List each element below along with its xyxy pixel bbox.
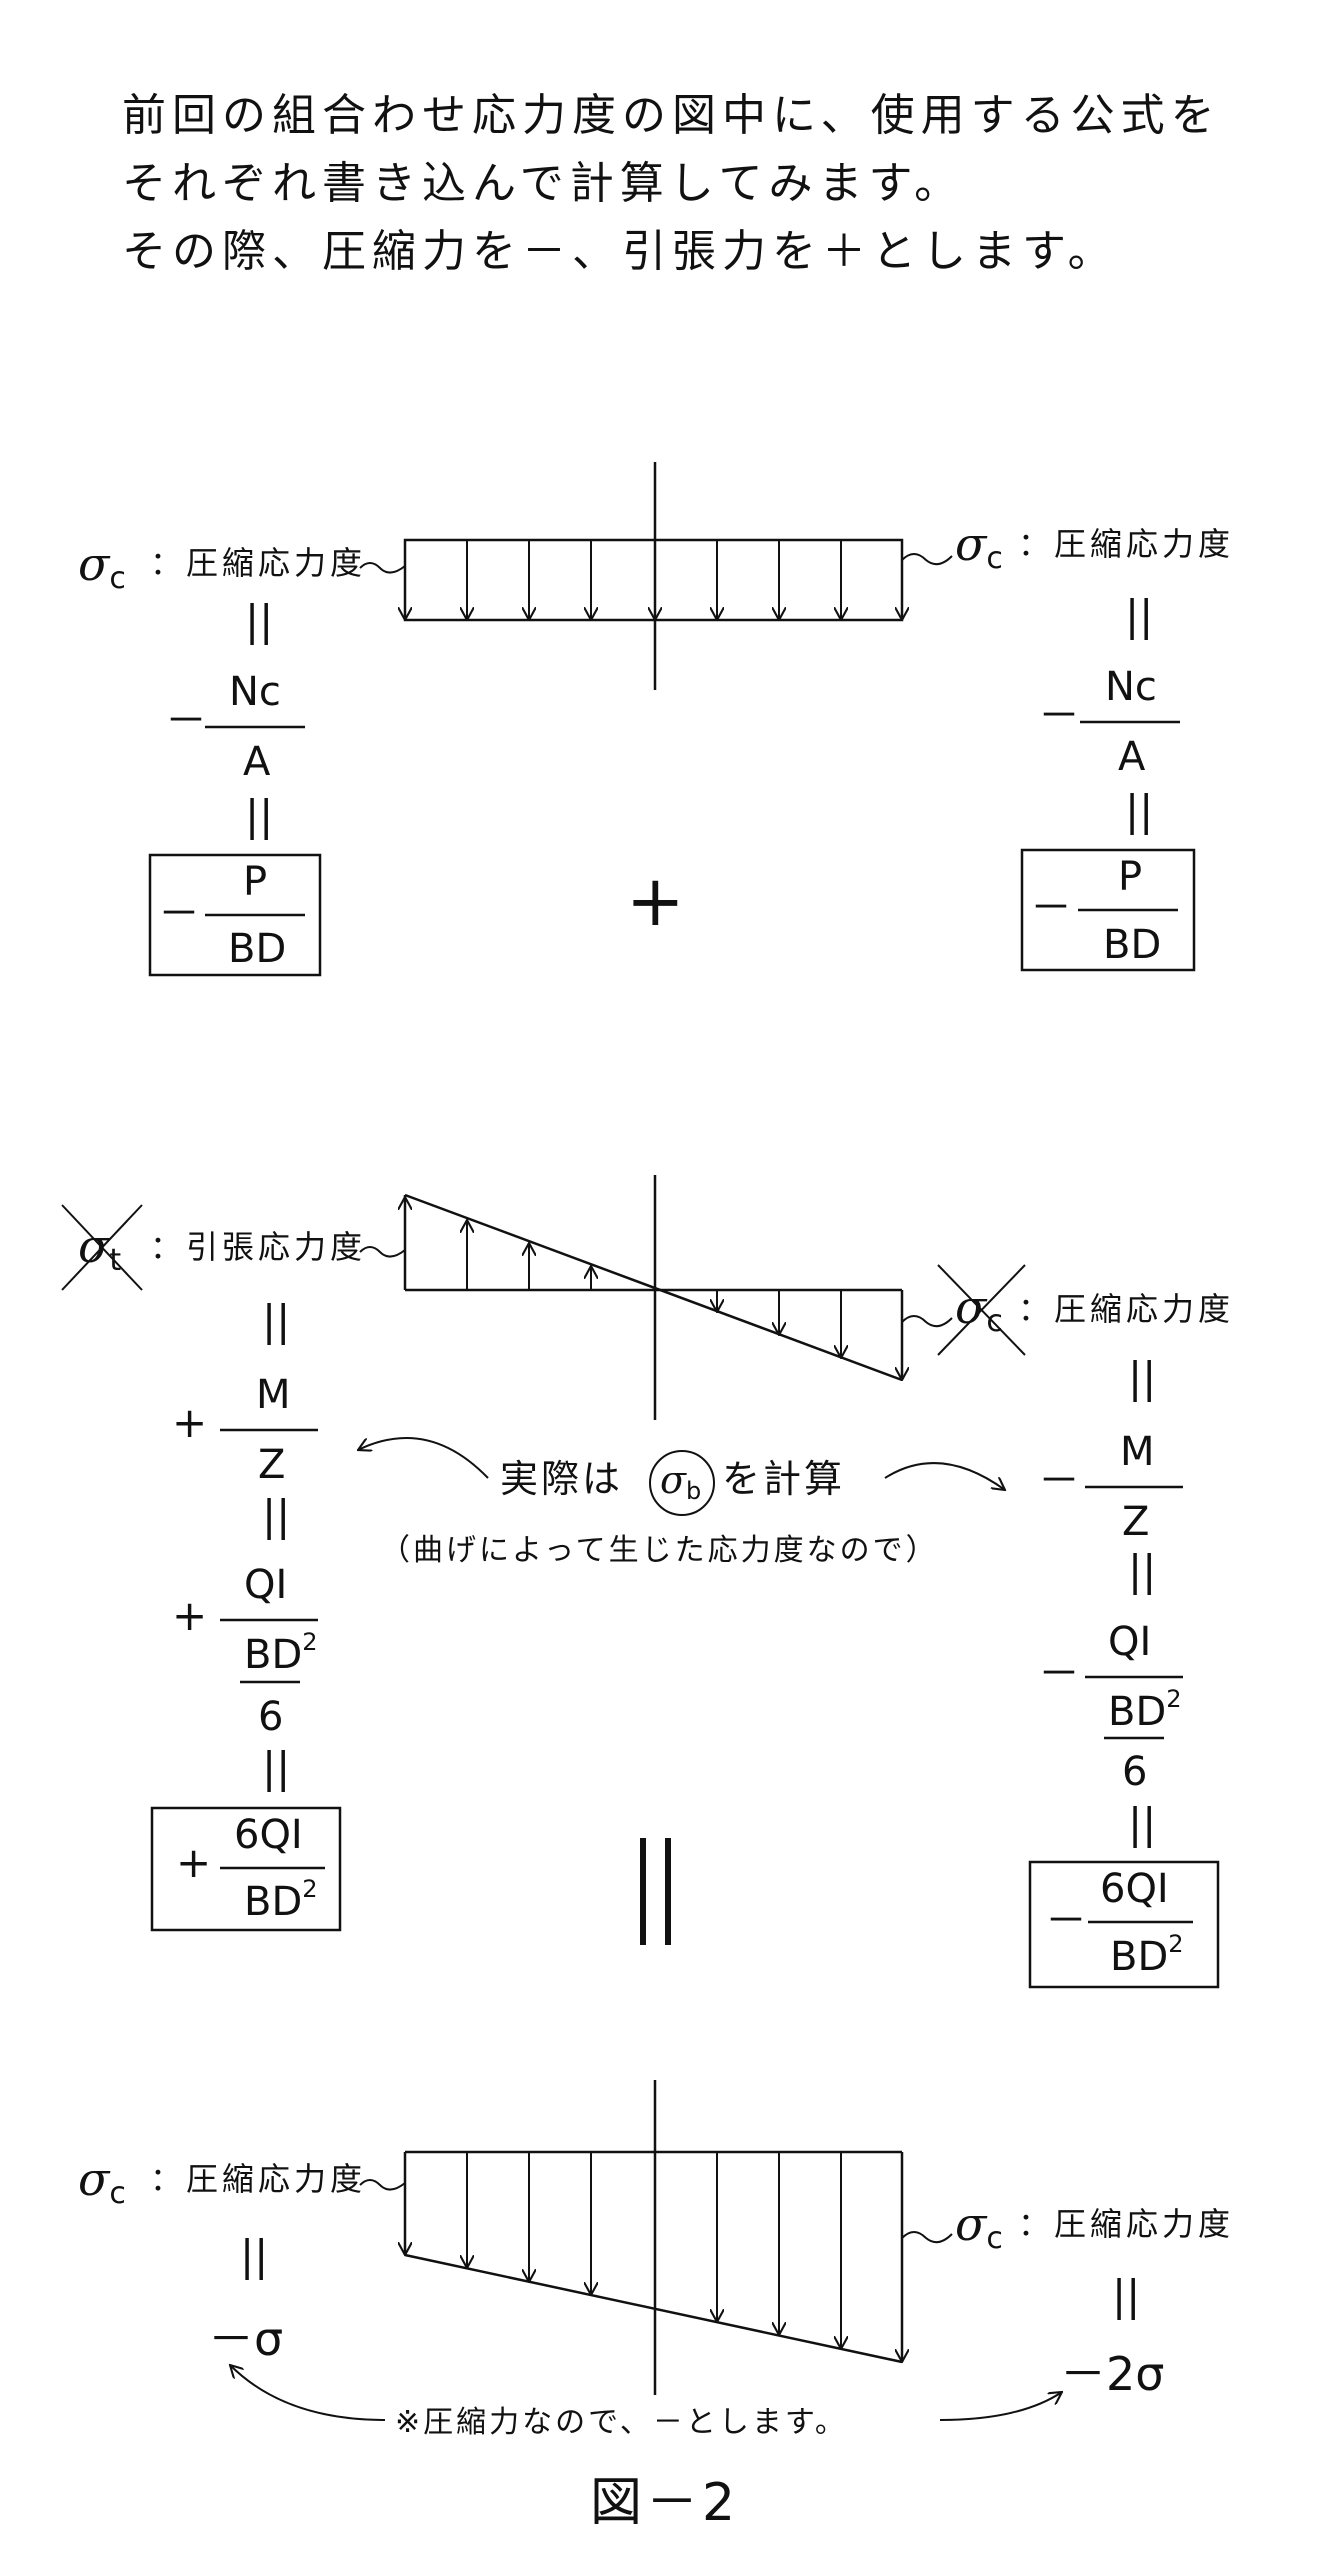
note-arrow-left bbox=[358, 1437, 489, 1479]
result-box-left bbox=[148, 853, 322, 977]
equals-1c: || bbox=[1125, 591, 1153, 640]
section-axial: σc ：圧縮応力度 || － Nc A || － P BD σc ：圧縮応力度 … bbox=[78, 462, 1234, 977]
frac-nc-r: Nc bbox=[1105, 664, 1157, 710]
frac-6qi: 6QI bbox=[234, 1812, 303, 1858]
equals-3b: || bbox=[1112, 2271, 1140, 2320]
section-bending: σt ：引張応力度 || + M Z || + QI BD2 6 || + 6Q… bbox=[61, 1175, 1234, 1989]
frac-m-r: M bbox=[1120, 1429, 1155, 1475]
label-compressive-left: ：圧縮応力度 bbox=[150, 544, 366, 582]
frac-bd-r: BD bbox=[1103, 922, 1161, 968]
frac-6qi-r: 6QI bbox=[1100, 1866, 1169, 1912]
sigma-c-right: σc bbox=[955, 517, 1003, 576]
frac-qi-r: QI bbox=[1108, 1619, 1151, 1665]
equals-2e: || bbox=[1128, 1546, 1156, 1595]
cross-out bbox=[937, 1264, 1026, 1356]
equals-2b: || bbox=[262, 1491, 290, 1540]
label-compressive-right: ：圧縮応力度 bbox=[1018, 525, 1234, 563]
note-arrow-right bbox=[884, 1462, 1005, 1490]
note-arrow-left-3 bbox=[230, 2365, 386, 2421]
result-box-right-2 bbox=[1028, 1860, 1220, 1989]
frac-bd2: BD2 bbox=[244, 1628, 318, 1678]
minus-1c: － bbox=[1038, 691, 1080, 740]
frac-nc: Nc bbox=[229, 669, 281, 715]
frac-a-r: A bbox=[1118, 734, 1146, 780]
note-suffix: を計算 bbox=[722, 1457, 845, 1501]
leader-right-2 bbox=[901, 1315, 953, 1328]
frac-z-r: Z bbox=[1122, 1499, 1149, 1545]
frac-bd2-r: BD2 bbox=[1108, 1685, 1182, 1735]
intro-line-1: 前回の組合わせ応力度の図中に、使用する公式を bbox=[122, 90, 1221, 141]
figure-caption: 図－2 bbox=[590, 2473, 739, 2533]
bending-gradient-line bbox=[404, 1193, 903, 1382]
value-minus-2sigma: －2σ bbox=[1060, 2347, 1164, 2401]
equals-2f: || bbox=[1128, 1799, 1156, 1848]
section-combined: σc ：圧縮応力度 || －σ σc ：圧縮応力度 || －2σ ※圧縮力なので… bbox=[78, 2080, 1234, 2440]
sigma-c-right-2: σc bbox=[955, 1280, 1003, 1339]
label-compressive-right-3: ：圧縮応力度 bbox=[1018, 2205, 1234, 2243]
leader-right-3 bbox=[901, 2231, 953, 2244]
frac-m: M bbox=[256, 1372, 291, 1418]
uniform-arrows bbox=[405, 540, 902, 620]
plus-2b: + bbox=[172, 1591, 207, 1640]
combined-gradient-line bbox=[404, 2253, 903, 2364]
intro-line-2: それぞれ書き込んで計算してみます。 bbox=[122, 158, 965, 209]
intro-line-3: その際、圧縮力を－、引張力を＋とします。 bbox=[122, 226, 1118, 277]
cross-out bbox=[61, 1204, 143, 1291]
frac-a: A bbox=[243, 739, 271, 785]
value-minus-sigma: －σ bbox=[208, 2312, 283, 2366]
plus-2a: + bbox=[172, 1398, 207, 1447]
minus-1a: － bbox=[165, 696, 207, 745]
label-tensile-left: ：引張応力度 bbox=[150, 1228, 366, 1266]
minus-2a: － bbox=[1038, 1456, 1080, 1505]
label-compressive-left-3: ：圧縮応力度 bbox=[150, 2160, 366, 2198]
frac-bd2-r-b: BD2 bbox=[1110, 1930, 1184, 1980]
note-paren: （曲げによって生じた応力度なので） bbox=[380, 1533, 939, 1568]
frac-qi: QI bbox=[244, 1562, 287, 1608]
combined-arrows bbox=[405, 2152, 902, 2362]
minus-2c: － bbox=[1045, 1896, 1087, 1945]
intro-text: 前回の組合わせ応力度の図中に、使用する公式を それぞれ書き込んで計算してみます。… bbox=[122, 82, 1221, 286]
tension-arrows bbox=[405, 1197, 591, 1290]
note-arrow-right-3 bbox=[939, 2392, 1062, 2421]
leader-left bbox=[359, 562, 406, 574]
leader-left-2 bbox=[359, 1246, 406, 1258]
uniform-stress-block bbox=[403, 538, 904, 622]
big-plus: + bbox=[626, 860, 685, 942]
result-box-right bbox=[1020, 848, 1196, 972]
frac-p: P bbox=[243, 859, 267, 905]
equals-3a: || bbox=[240, 2231, 268, 2280]
sigma-b: σb bbox=[660, 1458, 701, 1505]
sigma-b-circle bbox=[649, 1450, 715, 1516]
equals-1a: || bbox=[245, 596, 273, 645]
sigma-c-left: σc bbox=[78, 537, 126, 596]
leader-right bbox=[901, 553, 953, 566]
label-compressive-right-2: ：圧縮応力度 bbox=[1018, 1290, 1234, 1328]
frac-bd2-b: BD2 bbox=[244, 1875, 318, 1925]
result-box-left-2 bbox=[150, 1806, 342, 1932]
note-compressive: ※圧縮力なので、－とします。 bbox=[395, 2405, 848, 2440]
plus-2c: + bbox=[176, 1838, 211, 1887]
frac-6: 6 bbox=[258, 1694, 283, 1740]
minus-2b: － bbox=[1038, 1649, 1080, 1698]
minus-1b: － bbox=[158, 889, 200, 938]
equals-1d: || bbox=[1125, 786, 1153, 835]
sigma-c-left-3: σc bbox=[78, 2152, 126, 2211]
frac-bd: BD bbox=[228, 926, 286, 972]
leader-left-3 bbox=[359, 2179, 406, 2191]
equals-2c: || bbox=[262, 1743, 290, 1792]
minus-1d: － bbox=[1030, 883, 1072, 932]
note-prefix: 実際は bbox=[500, 1457, 623, 1501]
frac-6-r: 6 bbox=[1122, 1749, 1147, 1795]
equals-1b: || bbox=[245, 791, 273, 840]
compression-arrows bbox=[717, 1290, 902, 1380]
frac-z: Z bbox=[258, 1442, 285, 1488]
frac-p-r: P bbox=[1118, 854, 1142, 900]
equals-2a: || bbox=[262, 1296, 290, 1345]
sigma-c-right-3: σc bbox=[955, 2197, 1003, 2256]
equals-2d: || bbox=[1128, 1353, 1156, 1402]
